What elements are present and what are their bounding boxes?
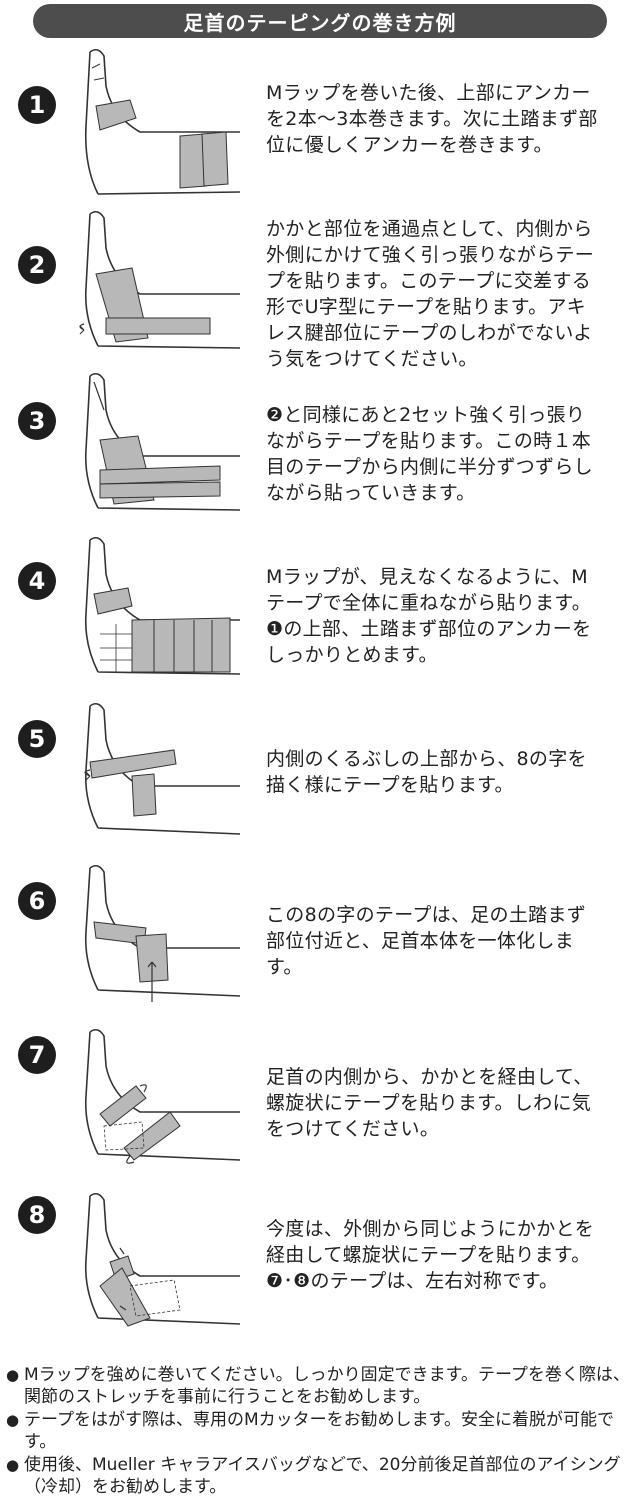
page-title: 足首のテーピングの巻き方例: [33, 4, 607, 38]
foot-illustration: [84, 536, 241, 675]
step-5-text: 内側のくるぶしの上部から、8の字を描く様にテープを貼ります。: [266, 748, 587, 796]
step-number-badge: 6: [18, 882, 56, 920]
step-2-text: かかと部位を通過点として、内側から外側にかけて強く引っ張りながらテープを貼ります…: [266, 218, 595, 370]
step-3: 3 ❷と同様にあと2セット強く引っ張りながらテープを貼ります。この時１本目のテー…: [0, 370, 637, 530]
step-number-badge: 1: [18, 86, 56, 124]
step-6-text: この8の字のテープは、足の土踏まず部位付近と、足首本体を一体化します。: [266, 904, 587, 978]
step-2: 2 かかと部位を通過点として、内側から外側にかけて強く引っ張りながらテープを貼り…: [0, 208, 637, 370]
note-item: ● Mラップを強めに巻いてください。しっかり固定できます。テープを巻く際は、関節…: [6, 1364, 634, 1408]
step-number-badge: 3: [18, 402, 56, 440]
step-5: 5 内側のくるぶしの上部から、8の字を描く様にテープを貼ります。: [0, 700, 637, 860]
foot-illustration: [84, 372, 241, 511]
step-8-text: 今度は、外側から同じようにかかとを経由して螺旋状にテープを貼ります。❼･❽のテー…: [266, 1218, 595, 1292]
step-4: 4 Mラップが、見えなくなるように、Mテープで全体に重ねながら貼ります。❶の上部…: [0, 534, 637, 694]
foot-illustration: [84, 1028, 241, 1164]
bullet-icon: ●: [6, 1411, 20, 1429]
step-number-badge: 7: [18, 1036, 56, 1074]
step-number-badge: 4: [18, 562, 56, 600]
foot-illustration: [79, 210, 241, 349]
step-3-text: ❷と同様にあと2セット強く引っ張りながらテープを貼ります。この時１本目のテープか…: [266, 404, 593, 504]
step-number-badge: 8: [18, 1196, 56, 1234]
bullet-icon: ●: [6, 1366, 20, 1384]
note-item: ● テープをはがす際は、専用のMカッターをお勧めします。安全に着脱が可能です。: [6, 1409, 634, 1453]
step-number-badge: 2: [18, 246, 56, 284]
foot-illustration: [84, 48, 241, 195]
step-8: 8 今度は、外側から同じようにかかとを経由して螺旋状にテープを貼ります。❼･❽の…: [0, 1190, 637, 1350]
step-6: 6 この8の字のテープは、足の土踏まず部位付近と、足首本体を一体化します。: [0, 862, 637, 1022]
step-7-text: 足首の内側から、かかとを経由して、螺旋状にテープを貼ります。しわに気をつけてくだ…: [266, 1066, 593, 1140]
step-number-badge: 5: [18, 720, 56, 758]
bullet-icon: ●: [6, 1456, 20, 1474]
step-7: 7 足首の内側から、かかとを経由して、螺旋状にテープを貼ります。しわに気をつけて…: [0, 1026, 637, 1186]
note-text: Mラップを強めに巻いてください。しっかり固定できます。テープを巻く際は、関節のス…: [24, 1365, 630, 1407]
foot-illustration: [84, 864, 241, 1002]
note-item: ● 使用後、Mueller キャラアイスバッグなどで、20分前後足首部位のアイシ…: [6, 1454, 634, 1498]
note-text: 使用後、Mueller キャラアイスバッグなどで、20分前後足首部位のアイシング…: [24, 1455, 621, 1497]
step-4-text: Mラップが、見えなくなるように、Mテープで全体に重ねながら貼ります。❶の上部、土…: [266, 566, 592, 666]
step-1: 1 Mラップを巻いた後、上部にアンカーを2本〜3本巻きます。次に土踏まず部位に優…: [0, 46, 637, 206]
foot-illustration: [84, 702, 241, 835]
note-text: テープをはがす際は、専用のMカッターをお勧めします。安全に着脱が可能です。: [24, 1410, 614, 1452]
step-1-text: Mラップを巻いた後、上部にアンカーを2本〜3本巻きます。次に土踏まず部位に優しく…: [266, 82, 598, 156]
notes-list: ● Mラップを強めに巻いてください。しっかり固定できます。テープを巻く際は、関節…: [6, 1364, 634, 1499]
foot-illustration: [84, 1192, 241, 1327]
